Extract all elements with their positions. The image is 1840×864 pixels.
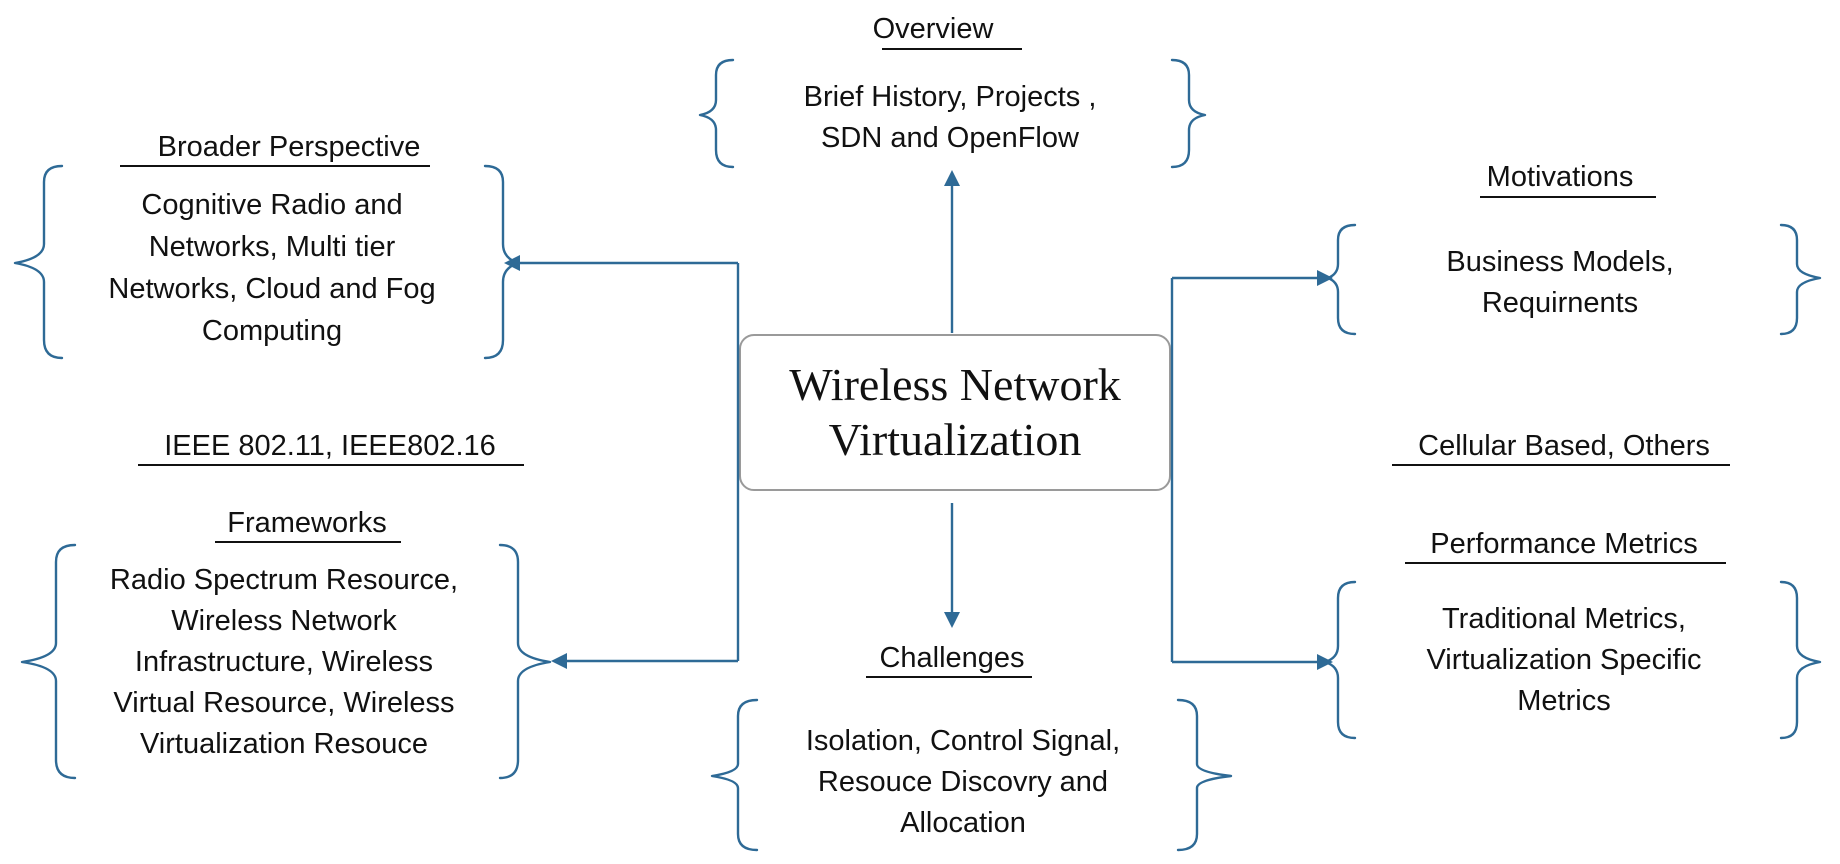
cellular-heading: Cellular Based, Others <box>1418 430 1710 462</box>
arrowhead-broader <box>504 255 520 271</box>
performance-right-brace <box>1779 580 1822 740</box>
arrowhead-frameworks <box>551 653 567 669</box>
challenges-right-brace <box>1176 698 1233 852</box>
frameworks-right-brace <box>498 543 552 780</box>
center-title-line-1: Wireless Network <box>789 359 1121 410</box>
frameworks-line-4: Virtual Resource, Wireless <box>113 687 454 719</box>
motivations-heading: Motivations <box>1487 161 1634 193</box>
motivations-line-1: Business Models, <box>1446 246 1673 278</box>
frameworks-line-2: Wireless Network <box>171 605 397 637</box>
overview-left-brace <box>698 58 735 169</box>
broader-left-brace <box>13 164 64 360</box>
broader-heading: Broader Perspective <box>158 131 421 163</box>
frameworks-line-3: Infrastructure, Wireless <box>135 646 433 678</box>
performance-left-brace <box>1323 580 1357 740</box>
arrowhead-challenges <box>944 612 960 628</box>
motivations-right-brace <box>1779 223 1822 336</box>
overview-line-2: SDN and OpenFlow <box>821 122 1080 154</box>
performance-line-1: Traditional Metrics, <box>1442 603 1686 635</box>
challenges-line-3: Allocation <box>900 807 1026 839</box>
challenges-line-1: Isolation, Control Signal, <box>806 725 1120 757</box>
ieee-heading: IEEE 802.11, IEEE802.16 <box>164 430 496 462</box>
frameworks-line-1: Radio Spectrum Resource, <box>110 564 458 596</box>
frameworks-left-brace <box>20 543 77 780</box>
performance-line-2: Virtualization Specific <box>1426 644 1701 676</box>
arrowhead-motivations <box>1317 270 1333 286</box>
broader-line-3: Networks, Cloud and Fog <box>108 273 435 305</box>
motivations-line-2: Requirnents <box>1482 287 1638 319</box>
broader-line-2: Networks, Multi tier <box>149 231 396 263</box>
broader-right-brace <box>483 164 520 360</box>
broader-line-1: Cognitive Radio and <box>141 189 402 221</box>
overview-right-brace <box>1170 58 1207 169</box>
broader-line-4: Computing <box>202 315 342 347</box>
frameworks-line-5: Virtualization Resouce <box>140 728 428 760</box>
arrowhead-overview <box>944 170 960 186</box>
center-node-box <box>739 334 1171 491</box>
challenges-heading: Challenges <box>879 642 1024 674</box>
frameworks-heading: Frameworks <box>227 507 387 539</box>
performance-heading: Performance Metrics <box>1430 528 1698 560</box>
performance-line-3: Metrics <box>1517 685 1610 717</box>
motivations-left-brace <box>1326 223 1357 336</box>
overview-heading: Overview <box>873 13 995 45</box>
challenges-line-2: Resouce Discovry and <box>818 766 1108 798</box>
center-title-line-2: Virtualization <box>829 414 1082 465</box>
challenges-left-brace <box>710 698 759 852</box>
overview-line-1: Brief History, Projects , <box>804 81 1097 113</box>
